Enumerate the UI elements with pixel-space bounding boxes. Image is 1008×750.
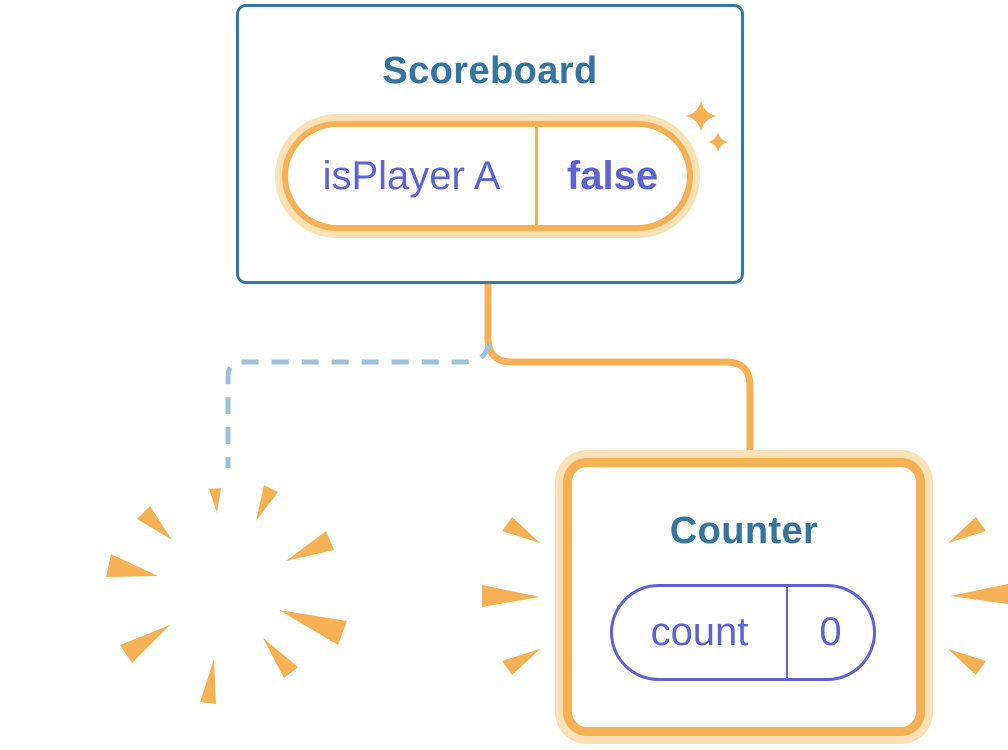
emphasis-wedge-left-bottom [502,649,540,675]
pill-divider [786,587,788,678]
state-name-label: count [650,610,749,654]
scoreboard-title: Scoreboard [382,50,598,92]
emphasis-wedge-right-top [948,517,986,543]
emphasis-wedge-right-mid [950,584,1008,604]
state-value-label: 0 [819,610,842,654]
scoreboard-state-pill: isPlayer A false [282,121,693,231]
emphasis-wedge-right-bottom [948,649,986,675]
poof-icon [106,485,347,704]
emphasis-wedge-left-top [502,517,540,543]
poofed-card-body [86,452,362,728]
emphasis-wedge-left-mid [482,585,540,607]
counter-state-pill: count 0 [610,584,876,681]
pill-divider [535,127,538,225]
state-value-label: false [566,153,659,198]
connector-solid-line [484,284,754,456]
poofed-card [86,452,362,728]
counter-title: Counter [669,510,819,552]
state-name-label: isPlayer A [322,153,501,198]
connector-dashed-line [225,342,492,468]
